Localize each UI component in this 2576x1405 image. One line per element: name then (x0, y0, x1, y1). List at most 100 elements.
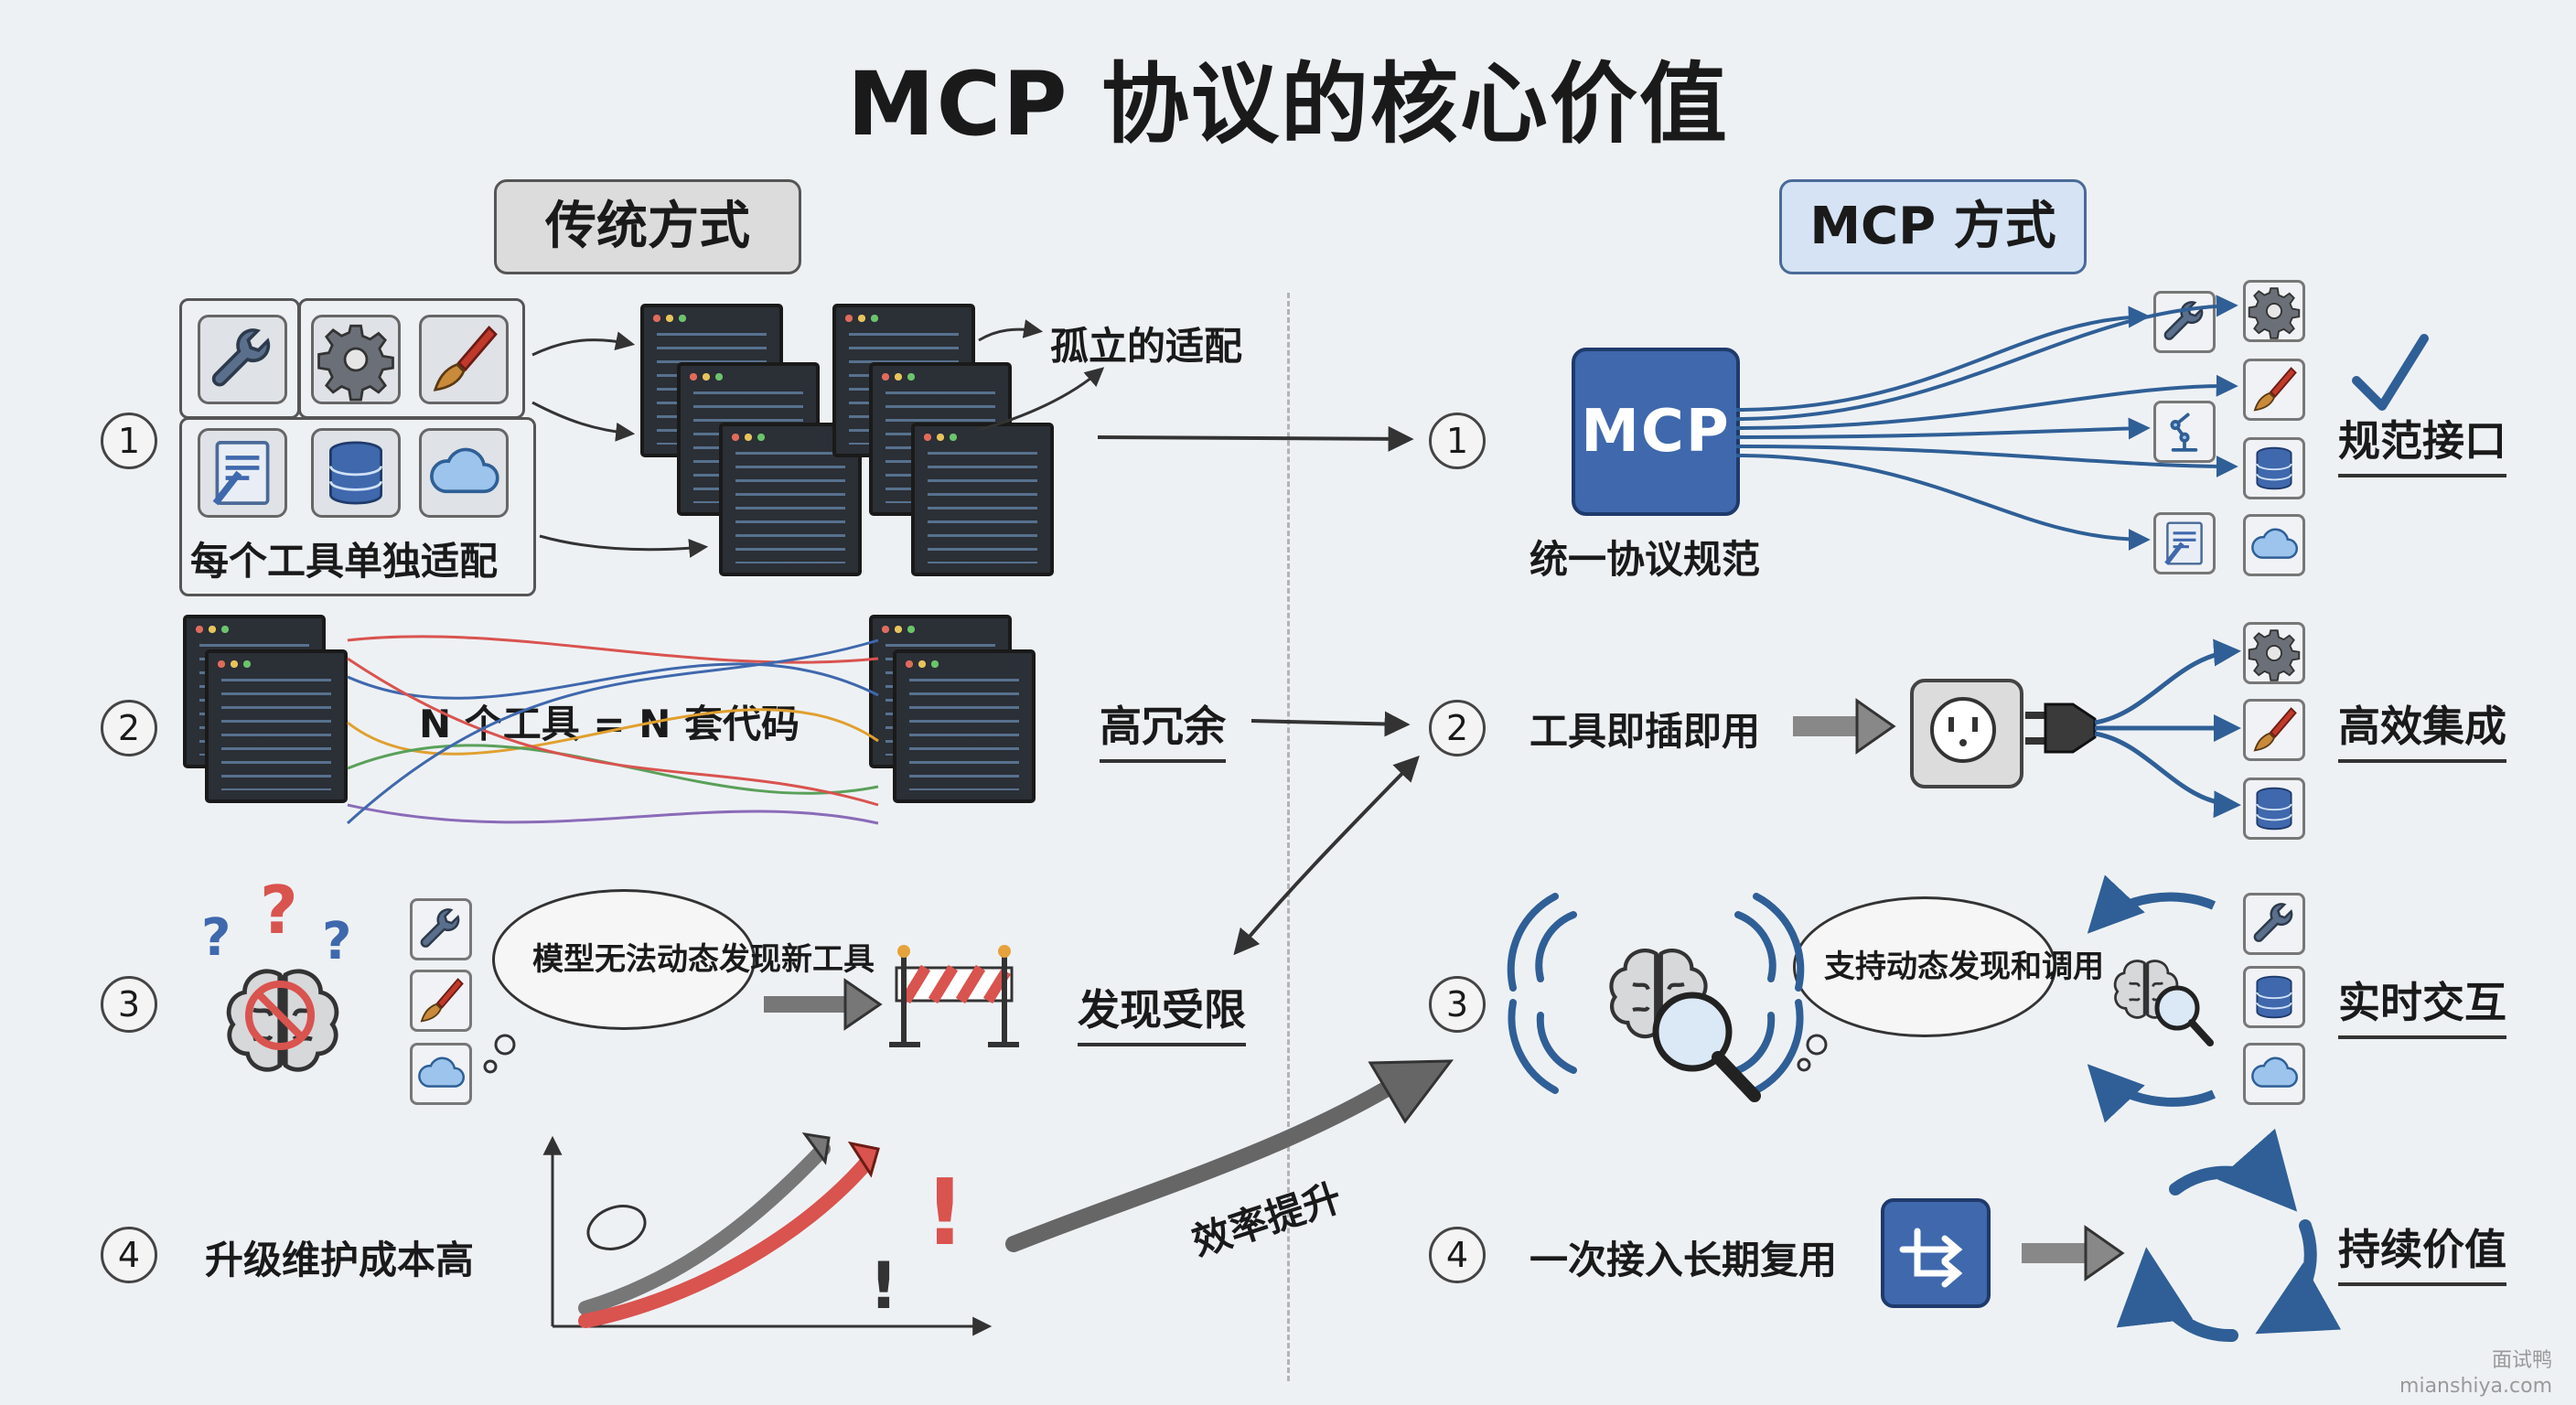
paintbrush-icon (410, 970, 472, 1032)
mcp-header: MCP 方式 (1779, 179, 2087, 274)
row2-connect-arrow (1250, 711, 1411, 737)
document-icon (2153, 512, 2216, 574)
right-step-1: 1 (1429, 413, 1486, 469)
question-mark-icon: ? (260, 872, 298, 949)
cost-trend-arrow-grey (578, 1142, 831, 1315)
right-step-4: 4 (1429, 1227, 1486, 1283)
row2-left-caption: N 个工具 = N 套代码 (419, 702, 800, 746)
cost-trend-arrow-red (578, 1153, 876, 1328)
roadblock-icon (889, 945, 1019, 1047)
arrow (978, 319, 1044, 342)
arrow (978, 367, 1105, 432)
cloud-icon (2243, 1043, 2305, 1105)
mcp-cables (1735, 295, 2238, 551)
thought-dot (494, 1034, 516, 1056)
arrow (531, 401, 636, 442)
right-step-3: 3 (1429, 976, 1486, 1033)
paintbrush-icon (2243, 699, 2305, 761)
cost-trend-arrowhead (801, 1132, 831, 1165)
question-mark-icon: ? (201, 908, 231, 968)
row2-right-result: 高效集成 (2338, 693, 2506, 763)
code-window (893, 649, 1036, 803)
flow-icon (1881, 1198, 1991, 1308)
row4-right-result: 持续价值 (2338, 1217, 2506, 1286)
tangled-connections (346, 635, 879, 825)
row4-right-caption: 一次接入长期复用 (1530, 1238, 1838, 1282)
row2-left-result: 高冗余 (1100, 693, 1226, 763)
database-icon (2243, 437, 2305, 499)
cloud-icon (419, 428, 509, 518)
gear-icon (311, 315, 401, 404)
left-step-3: 3 (101, 976, 157, 1033)
socket-face (1930, 697, 1996, 763)
row3-right-thought-bubble: 支持动态发现和调用 (1793, 896, 2104, 1037)
row1-left-result: 孤立的适配 (1050, 324, 1243, 369)
refresh-arrow-icon (2087, 874, 2216, 934)
row1-right-caption: 统一协议规范 (1530, 537, 1761, 582)
row1-right-result: 规范接口 (2338, 408, 2506, 477)
thick-arrow-head (2084, 1225, 2125, 1282)
code-window (719, 423, 862, 576)
arrow (539, 534, 709, 558)
watermark-line1: 面试鸭 (2491, 1349, 2552, 1372)
warning-exclamation-icon: ! (924, 1159, 966, 1266)
cost-ring (586, 1205, 647, 1250)
page-title: MCP 协议的核心价值 (847, 53, 1729, 156)
refresh-arrow-icon (2087, 1064, 2216, 1123)
thick-arrow-head (1855, 698, 1896, 755)
thought-dot (483, 1059, 498, 1074)
left-step-4: 4 (101, 1227, 157, 1283)
efficiency-arrow (1005, 1073, 1408, 1252)
magnifier-icon (2154, 985, 2214, 1046)
row1-left-caption: 每个工具单独适配 (190, 539, 499, 584)
watermark: 面试鸭 mianshiya.com (2399, 1348, 2552, 1400)
database-icon (2243, 778, 2305, 840)
thought-dot (1797, 1057, 1811, 1072)
cloud-icon (2243, 514, 2305, 576)
thought-dot (1806, 1034, 1828, 1056)
database-icon (311, 428, 401, 518)
left-step-2: 2 (101, 700, 157, 756)
wrench-icon (198, 315, 287, 404)
code-window (911, 423, 1054, 576)
row1-connect-arrow (1097, 425, 1414, 452)
row3-right-result: 实时交互 (2338, 970, 2506, 1039)
row2-right-caption: 工具即插即用 (1530, 709, 1761, 754)
gear-icon (2243, 622, 2305, 684)
document-icon (198, 428, 287, 518)
row4-left-caption: 升级维护成本高 (205, 1238, 475, 1282)
row3-left-result: 发现受限 (1078, 977, 1246, 1046)
prohibited-icon (245, 981, 315, 1050)
tool-group-frame-c (179, 417, 536, 596)
robot-arm-icon (2153, 401, 2216, 463)
database-icon (2243, 966, 2305, 1028)
cost-trend-arrowhead-red (847, 1141, 880, 1178)
checkmark-icon (2352, 334, 2429, 411)
plug-cables (2094, 638, 2241, 819)
wrench-icon (2243, 893, 2305, 955)
prohibited-icon-slash (255, 991, 305, 1040)
thick-arrow-head (843, 978, 883, 1031)
watermark-line2: mianshiya.com (2399, 1375, 2552, 1398)
wrench-icon (2153, 291, 2216, 353)
arrow (531, 331, 636, 357)
question-mark-icon: ? (322, 912, 351, 971)
code-window (205, 649, 348, 803)
warning-exclamation-icon: ! (869, 1249, 898, 1324)
mcp-box: MCP (1572, 348, 1740, 516)
cost-chart-axes (551, 1140, 988, 1326)
flow-glyph (1899, 1228, 1963, 1288)
signal-waves-icon (1507, 893, 1805, 1094)
efficiency-arrowhead (1368, 1059, 1454, 1124)
paintbrush-icon (419, 315, 509, 404)
traditional-header: 传统方式 (494, 179, 801, 274)
left-step-1: 1 (101, 413, 157, 469)
wrench-icon (410, 898, 472, 960)
refresh-cycle-icon (2116, 1128, 2342, 1343)
gear-icon (2243, 280, 2305, 342)
magnifier-icon (1652, 992, 1761, 1102)
right-step-2: 2 (1429, 700, 1486, 756)
row3-connect-arrow (1233, 755, 1420, 956)
plug-icon (2025, 702, 2097, 754)
